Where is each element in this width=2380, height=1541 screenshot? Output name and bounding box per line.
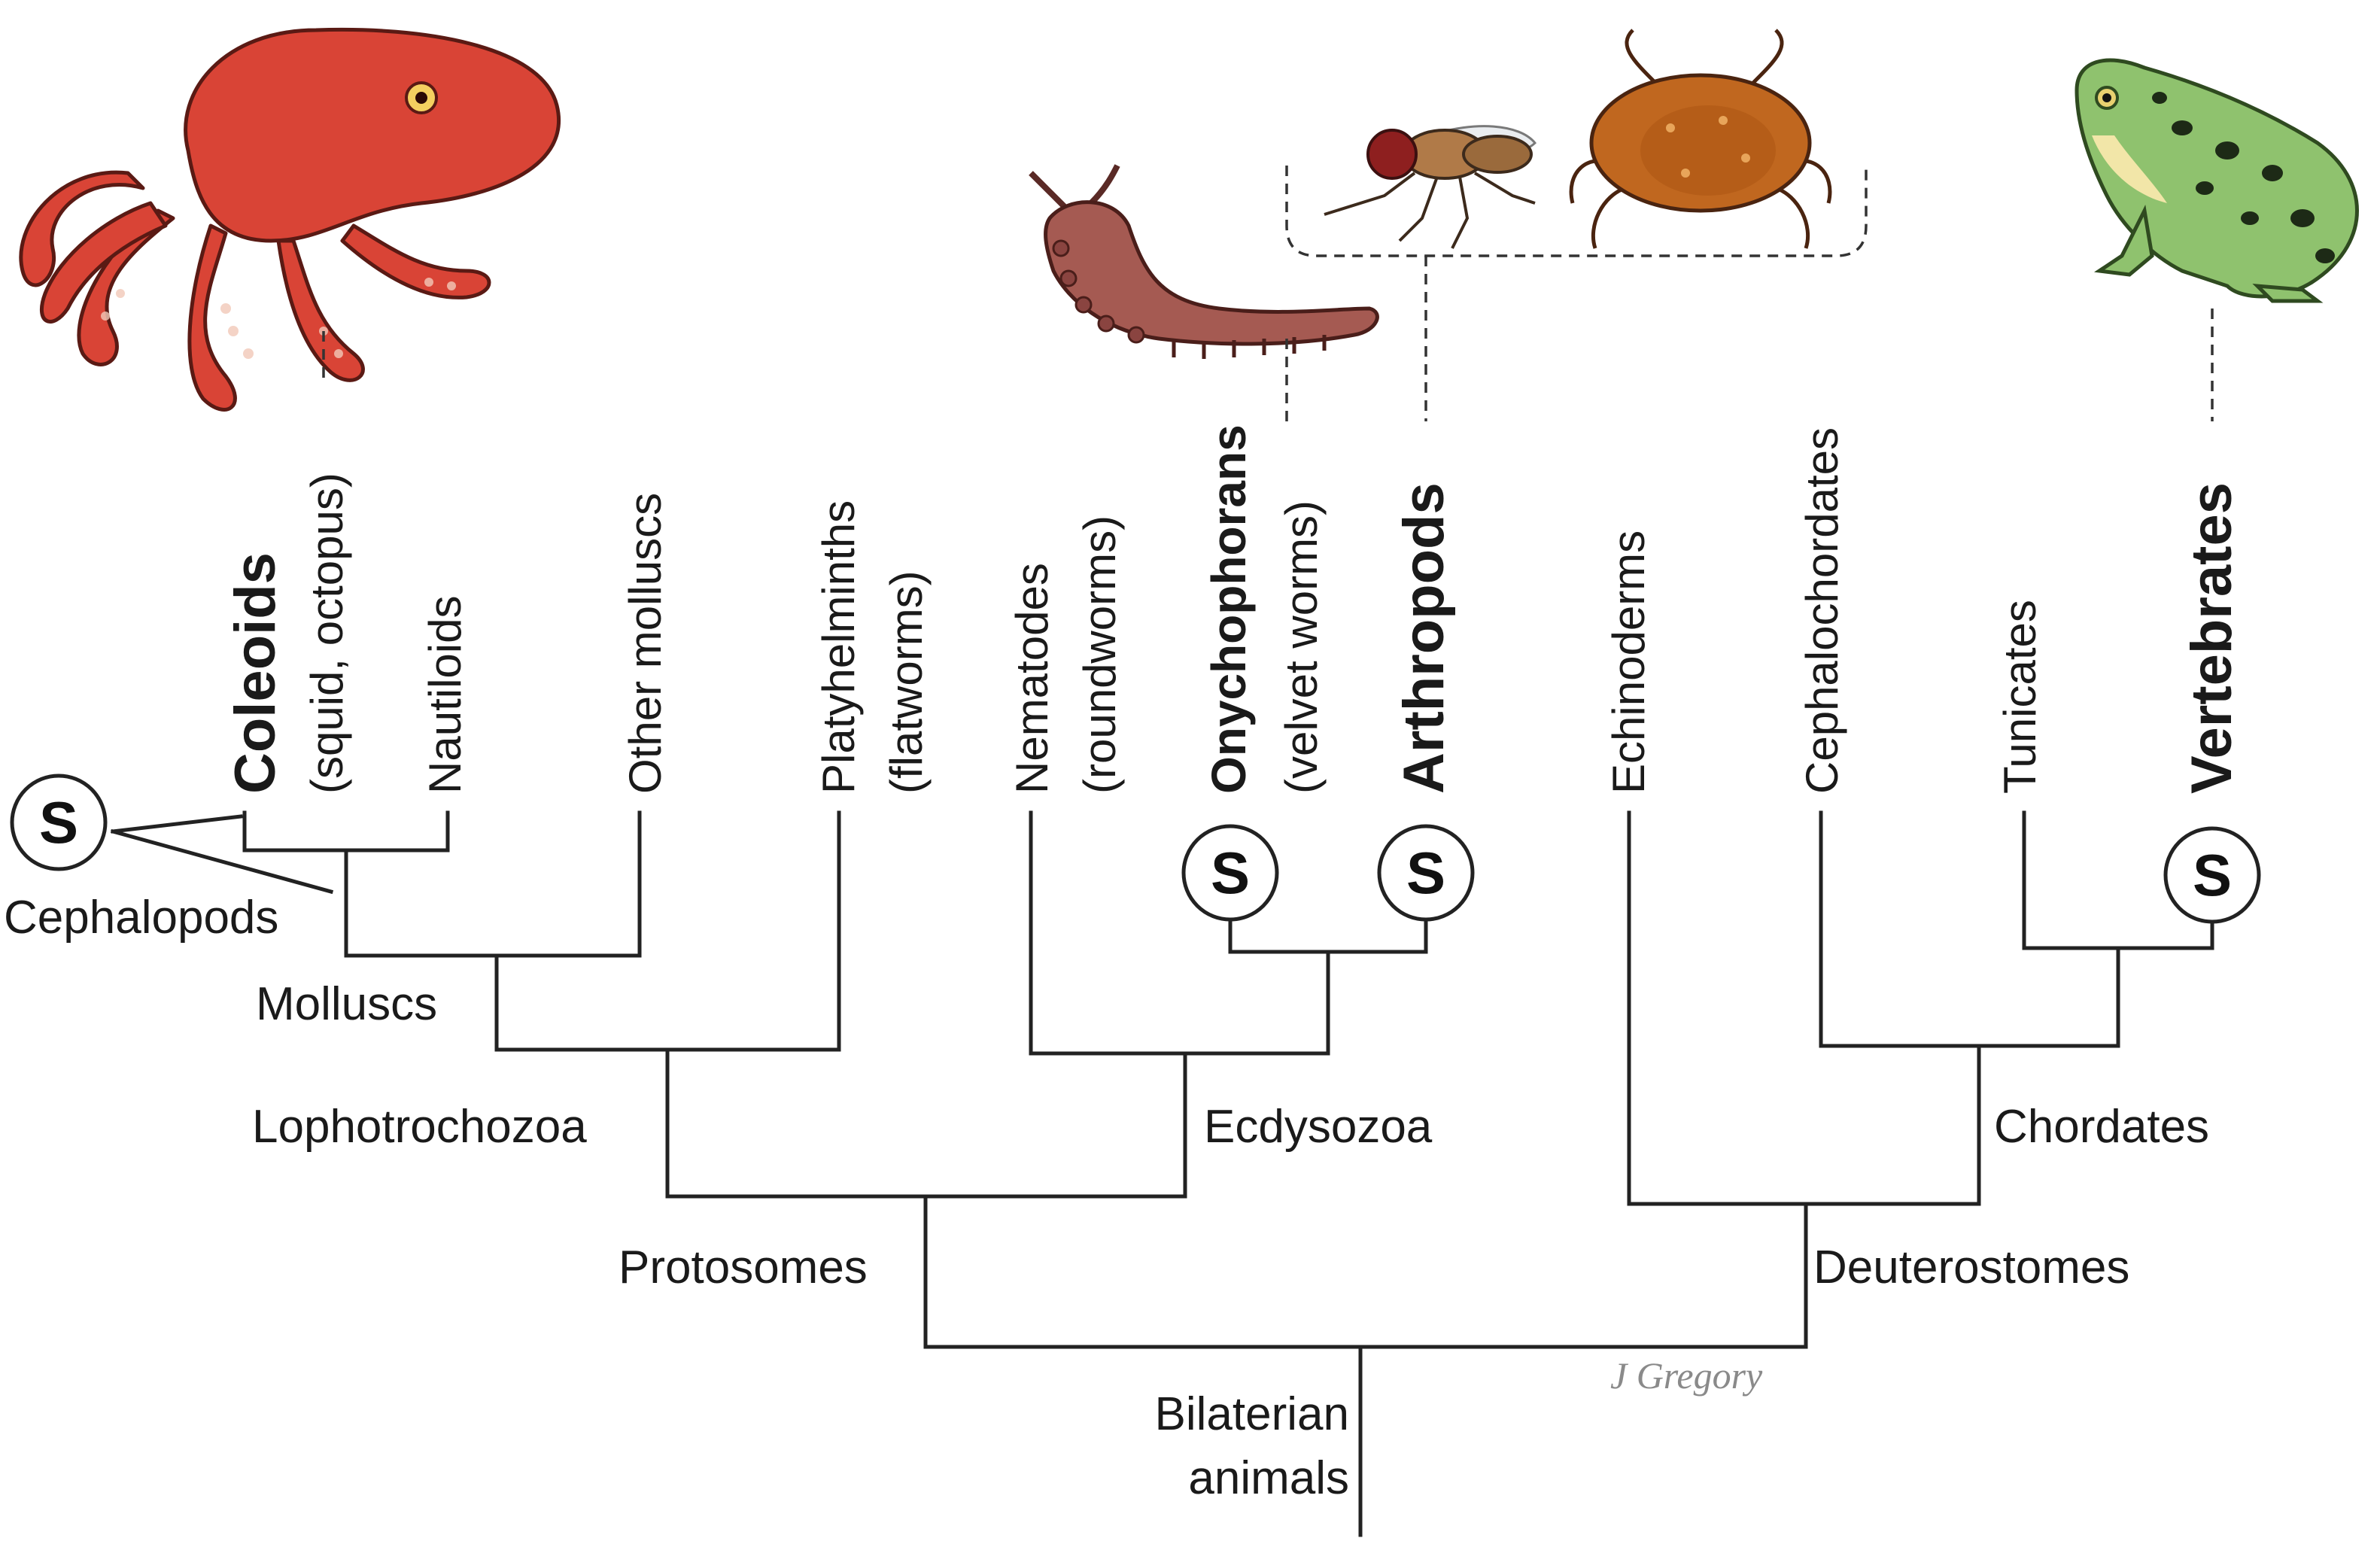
svg-text:S: S [1211, 840, 1250, 906]
label-platyhelminths-note: (flatworms) [881, 570, 932, 794]
crab-illustration [1569, 29, 1832, 249]
velvet-worm-illustration [1029, 164, 1379, 359]
clade-labels: Cephalopods Molluscs Lophotrochozoa Ecdy… [4, 892, 2209, 1504]
label-molluscs: Molluscs [256, 978, 437, 1030]
label-root-line2: animals [1188, 1452, 1349, 1504]
svg-text:S: S [39, 789, 78, 856]
label-echinoderms: Echinoderms [1603, 530, 1654, 794]
label-nautiloids: Nautiloids [420, 596, 470, 794]
label-cephalopods: Cephalopods [4, 892, 278, 944]
taxon-labels: Coleoids (squid, octopus) Nautiloids Oth… [223, 424, 2244, 794]
octopus-illustration [19, 27, 561, 412]
s-marker-vertebrates: S [2163, 826, 2261, 924]
label-nematodes-note: (roundworms) [1074, 515, 1125, 794]
label-ecdysozoa: Ecdysozoa [1204, 1101, 1433, 1153]
label-coleoids-note: (squid, octopus) [302, 473, 352, 794]
label-coleoids: Coleoids [223, 552, 287, 794]
fly-illustration [1324, 125, 1537, 249]
s-marker-cephalopods: S [10, 774, 108, 871]
label-lophotrochozoa: Lophotrochozoa [252, 1101, 587, 1153]
label-nematodes: Nematodes [1007, 563, 1057, 794]
label-protosomes: Protosomes [619, 1242, 868, 1293]
label-onychophorans-note: (velvet worms) [1276, 500, 1327, 794]
s-marker-arthropods: S [1377, 824, 1475, 922]
svg-text:S: S [2193, 842, 2232, 908]
label-cephalochordates: Cephalochordates [1797, 427, 1847, 794]
illustration-connectors [322, 166, 2214, 421]
label-onychophorans: Onychophorans [1202, 424, 1256, 794]
label-other-molluscs: Other molluscs [620, 493, 670, 794]
s-marker-onychophorans: S [1181, 824, 1279, 922]
label-platyhelminths: Platyhelminths [813, 500, 864, 794]
label-root-line1: Bilaterian [1155, 1388, 1349, 1440]
artist-signature: J Gregory [1610, 1354, 1763, 1397]
label-vertebrates: Vertebrates [2180, 482, 2244, 794]
label-deuterostomes: Deuterostomes [1813, 1242, 2129, 1293]
frog-illustration [2075, 58, 2359, 303]
svg-text:S: S [1406, 840, 1445, 906]
label-tunicates: Tunicates [1995, 600, 2045, 794]
tree-branches [110, 810, 2214, 1537]
label-arthropods: Arthropods [1392, 482, 1456, 794]
label-chordates: Chordates [1994, 1101, 2209, 1153]
